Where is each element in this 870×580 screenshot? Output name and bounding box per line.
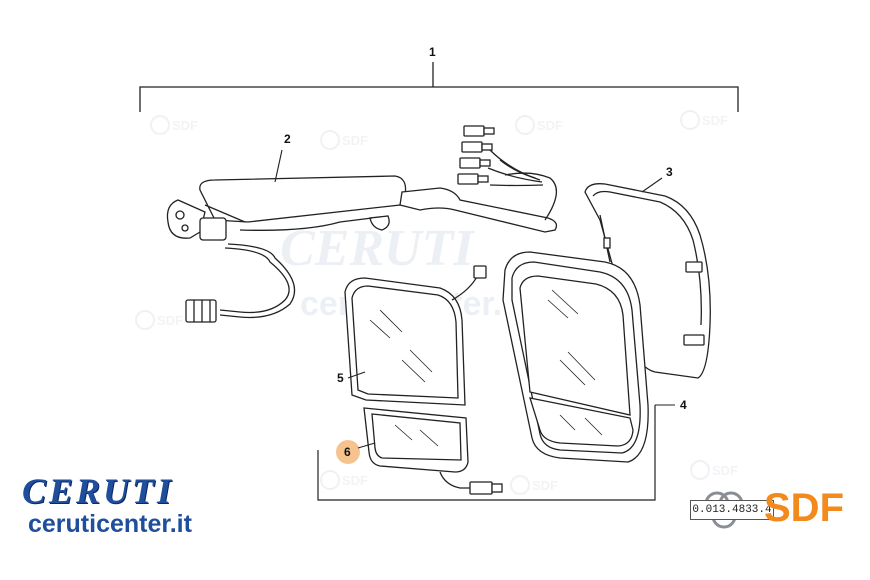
sdf-logo-text: SDF xyxy=(764,486,844,530)
callout-5: 5 xyxy=(337,371,344,385)
ceruti-url[interactable]: ceruticenter.it xyxy=(28,510,192,538)
watermark-sdf-stamps: SDF SDF SDF SDF SDF SDF SDF SDF xyxy=(135,110,738,495)
watermark-small-7: SDF xyxy=(532,478,558,493)
watermark-small-6: SDF xyxy=(342,473,368,488)
leader-6 xyxy=(357,442,376,449)
watermark-small-4: SDF xyxy=(702,113,728,128)
leader-3 xyxy=(641,177,663,193)
watermark-big-text: CERUTI xyxy=(280,220,475,277)
mirror-arm-part xyxy=(166,125,558,323)
ceruti-logo: CERUTI xyxy=(22,471,175,511)
main-mirror-glass-part xyxy=(344,265,487,406)
highlight-callout-6 xyxy=(336,440,360,464)
watermark-small-3: SDF xyxy=(537,118,563,133)
watermark-small-8: SDF xyxy=(712,463,738,478)
sub-assembly-bracket xyxy=(317,405,656,501)
mirror-back-cover-part xyxy=(584,183,711,379)
watermark-small-1: SDF xyxy=(172,118,198,133)
mirror-housing-part xyxy=(502,251,649,463)
leader-2 xyxy=(274,149,283,183)
callout-4: 4 xyxy=(680,398,687,412)
callout-6: 6 xyxy=(344,445,351,459)
callout-1: 1 xyxy=(429,45,436,59)
watermark-small-2: SDF xyxy=(342,133,368,148)
watermark-small-5: SDF xyxy=(157,313,183,328)
leader-5 xyxy=(347,371,366,379)
callout-2: 2 xyxy=(284,132,291,146)
callout-3: 3 xyxy=(666,165,673,179)
assembly-bracket xyxy=(139,62,739,112)
part-number-label: 0.013.4833.4 xyxy=(690,500,774,520)
lower-mirror-glass-part xyxy=(363,407,503,495)
